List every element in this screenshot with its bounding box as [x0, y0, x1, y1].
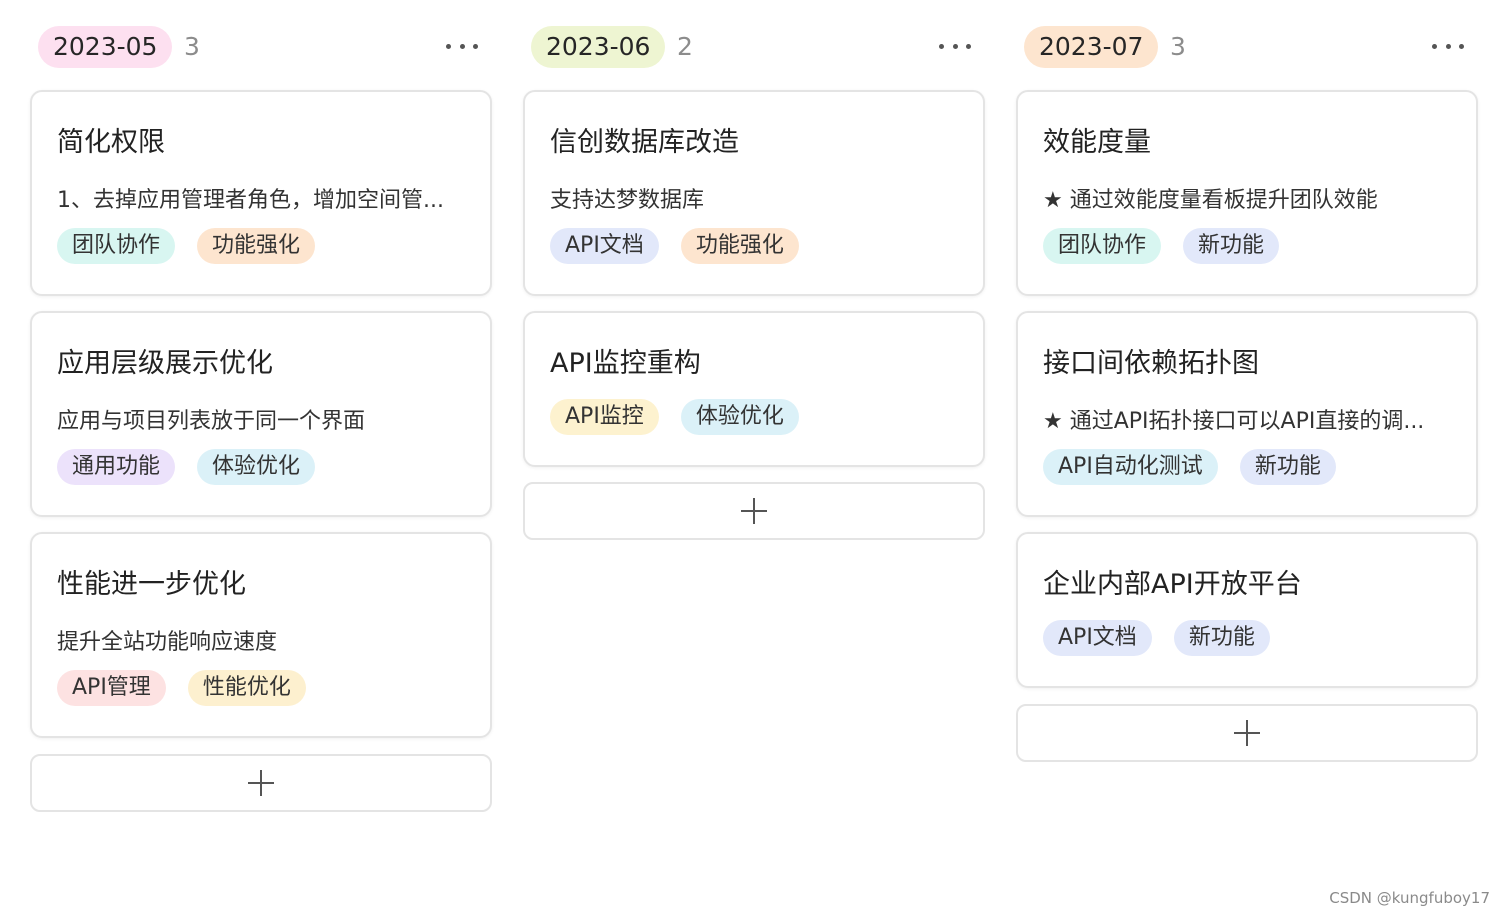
card-tags: API文档 功能强化 — [550, 228, 799, 264]
card-title: 效能度量 — [1043, 127, 1151, 158]
card-internal-api-platform[interactable]: 企业内部API开放平台 API文档 新功能 — [1016, 532, 1478, 688]
card-performance[interactable]: 性能进一步优化 提升全站功能响应速度 API管理 性能优化 — [30, 532, 492, 738]
more-dot-icon — [952, 43, 958, 49]
more-dot-icon — [939, 43, 944, 49]
card-description: 1、去掉应用管理者角色，增加空间管... — [57, 188, 444, 213]
tag[interactable]: API自动化测试 — [1043, 449, 1218, 485]
card-title: 接口间依赖拓扑图 — [1043, 348, 1259, 379]
column-more-button[interactable] — [446, 32, 478, 60]
card-tags: 团队协作 新功能 — [1043, 228, 1280, 264]
card-description: ★ 通过API拓扑接口可以API直接的调... — [1043, 409, 1425, 434]
tag[interactable]: 新功能 — [1183, 228, 1280, 264]
column-more-button[interactable] — [939, 32, 971, 60]
more-dot-icon — [459, 43, 465, 49]
column-date-label[interactable]: 2023-06 — [531, 26, 666, 68]
tag[interactable]: 团队协作 — [1043, 228, 1162, 264]
column-date-label[interactable]: 2023-05 — [38, 26, 173, 68]
more-dot-icon — [473, 43, 478, 49]
add-card-button[interactable] — [523, 482, 985, 540]
tag[interactable]: API文档 — [550, 228, 659, 264]
tag[interactable]: 功能强化 — [680, 228, 799, 264]
more-dot-icon — [966, 43, 971, 49]
plus-icon — [248, 770, 274, 796]
column-header: 2023-06 2 — [523, 26, 985, 68]
add-card-button[interactable] — [30, 754, 492, 812]
tag[interactable]: 功能强化 — [197, 228, 316, 264]
column-header: 2023-05 3 — [30, 26, 492, 68]
card-tags: API管理 性能优化 — [57, 670, 306, 706]
plus-icon — [1234, 720, 1260, 746]
tag[interactable]: 通用功能 — [57, 449, 176, 485]
card-description: 提升全站功能响应速度 — [57, 630, 278, 655]
card-title: 性能进一步优化 — [57, 569, 246, 600]
card-title: 信创数据库改造 — [550, 127, 739, 158]
card-title: 应用层级展示优化 — [57, 348, 273, 379]
card-api-dependency-topology[interactable]: 接口间依赖拓扑图 ★ 通过API拓扑接口可以API直接的调... API自动化测… — [1016, 311, 1478, 517]
card-title: API监控重构 — [550, 348, 701, 379]
card-efficiency-metrics[interactable]: 效能度量 ★ 通过效能度量看板提升团队效能 团队协作 新功能 — [1016, 90, 1478, 296]
more-dot-icon — [1459, 43, 1464, 49]
card-api-monitor-refactor[interactable]: API监控重构 API监控 体验优化 — [523, 311, 985, 467]
card-xinchuang-database[interactable]: 信创数据库改造 支持达梦数据库 API文档 功能强化 — [523, 90, 985, 296]
tag[interactable]: 性能优化 — [187, 670, 306, 706]
tag[interactable]: API文档 — [1043, 620, 1152, 656]
more-dot-icon — [446, 43, 451, 49]
tag[interactable]: 新功能 — [1239, 449, 1336, 485]
column-header: 2023-07 3 — [1016, 26, 1478, 68]
add-card-button[interactable] — [1016, 704, 1478, 762]
card-description: 应用与项目列表放于同一个界面 — [57, 409, 366, 434]
column-card-count: 2 — [677, 32, 693, 61]
column-card-count: 3 — [1170, 32, 1186, 61]
card-tags: API文档 新功能 — [1043, 620, 1270, 656]
card-description: 支持达梦数据库 — [550, 188, 705, 213]
card-app-hierarchy[interactable]: 应用层级展示优化 应用与项目列表放于同一个界面 通用功能 体验优化 — [30, 311, 492, 517]
tag[interactable]: API管理 — [57, 670, 166, 706]
plus-icon — [741, 498, 767, 524]
card-description: ★ 通过效能度量看板提升团队效能 — [1043, 188, 1378, 213]
card-simplify-permissions[interactable]: 简化权限 1、去掉应用管理者角色，增加空间管... 团队协作 功能强化 — [30, 90, 492, 296]
tag[interactable]: 体验优化 — [197, 449, 316, 485]
tag[interactable]: 新功能 — [1173, 620, 1270, 656]
tag[interactable]: API监控 — [550, 399, 659, 435]
card-tags: API监控 体验优化 — [550, 399, 799, 435]
column-date-label[interactable]: 2023-07 — [1024, 26, 1159, 68]
tag[interactable]: 体验优化 — [680, 399, 799, 435]
column-more-button[interactable] — [1432, 32, 1464, 60]
column-card-count: 3 — [184, 32, 200, 61]
card-tags: API自动化测试 新功能 — [1043, 449, 1336, 485]
tag[interactable]: 团队协作 — [57, 228, 176, 264]
more-dot-icon — [1445, 43, 1451, 49]
card-title: 简化权限 — [57, 127, 165, 158]
watermark: CSDN @kungfuboy17 — [1329, 889, 1490, 907]
more-dot-icon — [1432, 43, 1437, 49]
card-title: 企业内部API开放平台 — [1043, 569, 1302, 600]
card-tags: 通用功能 体验优化 — [57, 449, 316, 485]
card-tags: 团队协作 功能强化 — [57, 228, 316, 264]
